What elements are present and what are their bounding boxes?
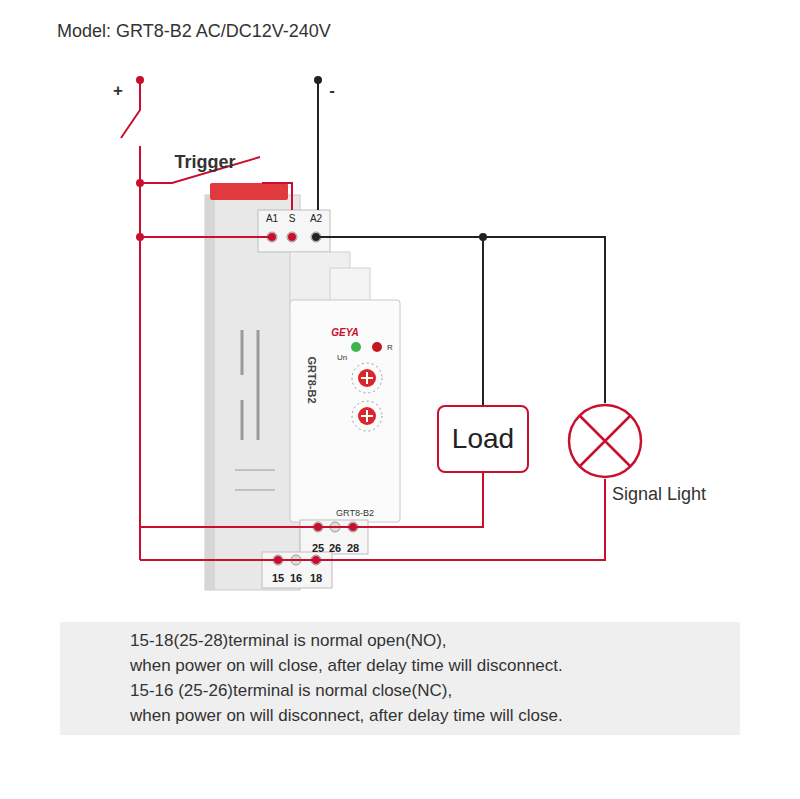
polarity-label: + (113, 82, 123, 99)
led-label: R (387, 344, 393, 352)
junction-dots (136, 76, 357, 564)
bottom-terminal-block (262, 552, 332, 588)
load-box: Load (437, 405, 529, 473)
note-line: when power on will disconnect, after del… (130, 707, 563, 724)
wire (405, 237, 483, 405)
node-label: Signal Light (612, 485, 706, 503)
wire (405, 473, 483, 527)
terminal-label: 16 (290, 573, 302, 584)
din-clip (210, 183, 288, 200)
terminal-label: S (289, 214, 296, 224)
relay-led (372, 342, 382, 352)
note-line: when power on will close, after delay ti… (130, 657, 563, 674)
brand-logo: GEYA (331, 328, 359, 338)
model-label: GRT8-B2 (306, 356, 317, 403)
relay-body (205, 195, 300, 590)
relay-side (205, 195, 215, 590)
relay-face (290, 300, 400, 522)
power-led (351, 342, 361, 352)
signal-light: Signal Light (567, 403, 643, 479)
node-label: Load (452, 423, 514, 455)
note-line: 15-18(25-28)terminal is normal open(NO), (130, 632, 447, 649)
lamp-symbol (567, 403, 643, 479)
terminal-label: 18 (310, 573, 322, 584)
terminal-label: A2 (310, 214, 322, 224)
led-label: Un (337, 354, 347, 362)
polarity-label: - (329, 82, 335, 99)
terminal-label: 28 (347, 543, 359, 554)
black-wires (316, 80, 405, 237)
note-line: 15-16 (25-26)terminal is normal close(NC… (130, 682, 452, 699)
note-panel (60, 622, 740, 735)
timer-relay: GEYA GRT8-B2 Un R GRT8-B2 A1 S A2 25 26 28 15 16 18 (205, 180, 405, 595)
diagram-title: Model: GRT8-B2 AC/DC12V-240V (57, 22, 331, 40)
wire (405, 479, 605, 560)
switch-label: Trigger (174, 153, 235, 171)
dial-cross (361, 372, 373, 422)
terminal-label: 26 (329, 543, 341, 554)
terminal-label: A1 (266, 214, 278, 224)
red-wires (121, 80, 405, 560)
terminal-label: 25 (312, 543, 324, 554)
top-terminal-block (258, 210, 330, 252)
bottom-terminal-block (300, 520, 368, 554)
wire (405, 237, 605, 403)
relay-cap (330, 268, 370, 304)
side-markings (235, 330, 275, 490)
terminal-label: 15 (272, 573, 284, 584)
model-label: GRT8-B2 (336, 509, 374, 518)
junction-dots (312, 76, 487, 241)
